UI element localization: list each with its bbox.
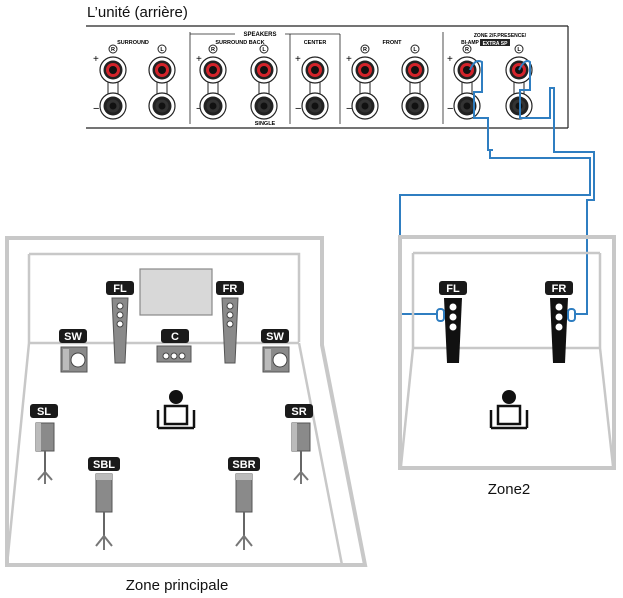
group-label-center: CENTER <box>304 40 327 46</box>
subwoofer-left-icon <box>60 346 88 373</box>
zone2-label: Zone2 <box>488 481 531 498</box>
center-speaker-icon <box>156 345 192 363</box>
surround-back-left-speaker-icon <box>95 473 113 550</box>
speaker-labels: FL FR C SW SW SL SR SBL SBR FL FR <box>30 281 573 471</box>
speakers-header: SPEAKERS <box>243 32 276 38</box>
terminal-pair: L <box>148 44 176 120</box>
zone2-front-right-speaker-icon <box>550 298 576 363</box>
surround-left-speaker-icon <box>35 422 55 484</box>
label-sbl: SBL <box>93 459 115 471</box>
channel-mark: L <box>517 47 521 53</box>
plus-mark: + <box>295 54 301 65</box>
single-label: SINGLE <box>255 121 276 127</box>
terminal-pair: L <box>250 44 278 120</box>
plus-mark: + <box>93 54 99 65</box>
group-label-extra-sp: EXTRA SP <box>483 41 508 47</box>
label-sl: SL <box>37 406 51 418</box>
cable-fr <box>518 60 595 315</box>
label-zone2-fr: FR <box>552 283 567 295</box>
label-sw-left: SW <box>64 331 82 343</box>
label-sbr: SBR <box>232 459 255 471</box>
front-left-speaker-icon <box>111 297 129 364</box>
cable-fl <box>399 60 591 315</box>
main-zone-room: Zone principale <box>5 236 368 594</box>
group-label-surround: SURROUND <box>117 40 149 46</box>
main-zone-label: Zone principale <box>126 577 229 594</box>
surround-right-speaker-icon <box>291 422 311 484</box>
label-sw-right: SW <box>266 331 284 343</box>
terminal-pair: R <box>99 44 127 120</box>
minus-mark: − <box>346 103 352 115</box>
channel-mark: R <box>363 47 367 53</box>
label-sr: SR <box>291 406 306 418</box>
plus-mark: + <box>346 54 352 65</box>
terminal-pair: L <box>401 44 429 120</box>
tv-icon <box>139 268 213 316</box>
zone2-front-left-speaker-icon <box>436 298 462 363</box>
terminal-pair: R <box>453 44 481 120</box>
surround-back-right-speaker-icon <box>235 473 253 550</box>
label-fl: FL <box>113 283 127 295</box>
minus-mark: − <box>196 103 202 115</box>
main-zone-speakers <box>35 297 311 550</box>
plus-mark: + <box>447 54 453 65</box>
zone2-listener-icon <box>489 390 529 430</box>
channel-mark: L <box>413 47 417 53</box>
label-zone2-fl: FL <box>446 283 460 295</box>
minus-mark: − <box>295 103 301 115</box>
zone2-room: Zone2 <box>398 235 616 498</box>
channel-mark: R <box>465 47 469 53</box>
group-label-biamp: BI-AMP <box>461 40 479 46</box>
channel-mark: L <box>262 47 266 53</box>
terminal-pair: R <box>351 44 379 120</box>
extra-sp-badge <box>480 39 510 46</box>
group-label-front: FRONT <box>383 40 403 46</box>
group-label-surround-back: SURROUND BACK <box>215 40 264 46</box>
terminal-pair <box>301 56 329 120</box>
speaker-cables <box>399 60 595 315</box>
listener-icon <box>156 390 196 430</box>
channel-mark: R <box>211 47 215 53</box>
front-right-speaker-icon <box>221 297 239 364</box>
diagram-title: L’unité (arrière) <box>87 4 188 21</box>
minus-mark: − <box>447 103 453 115</box>
plus-mark: + <box>196 54 202 65</box>
zone2-speakers <box>436 298 576 430</box>
channel-mark: R <box>111 47 115 53</box>
minus-mark: − <box>93 103 99 115</box>
label-fr: FR <box>223 283 238 295</box>
group-label-zone2: ZONE 2/F.PRESENCE/ <box>474 33 527 39</box>
channel-mark: L <box>160 47 164 53</box>
subwoofer-right-icon <box>262 346 290 373</box>
terminal-pair: R <box>199 44 227 120</box>
rear-panel: SPEAKERS SURROUND SURROUND BACK CENTER F… <box>86 25 569 129</box>
label-c: C <box>171 331 179 343</box>
